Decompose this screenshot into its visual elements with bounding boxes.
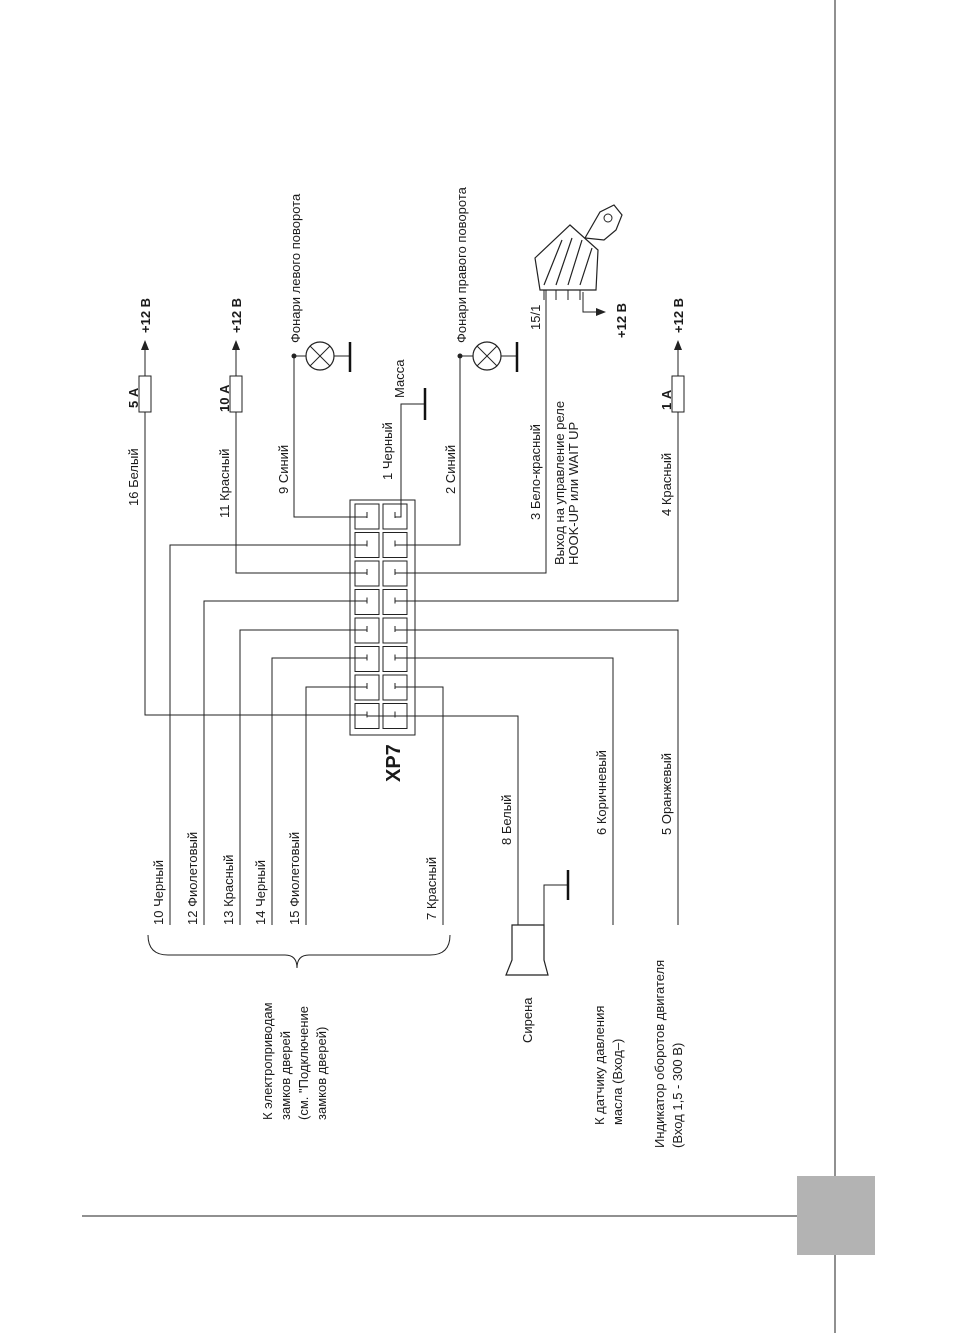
connector-name: XP7 (383, 744, 405, 782)
wire-3 (395, 290, 547, 574)
wire-5 (395, 629, 679, 925)
junction-dot (291, 353, 297, 359)
siren-icon (505, 870, 570, 976)
junction-dot (457, 353, 463, 359)
wire-12 (203, 600, 367, 925)
pin-label-12: 12 Фиолетовый (185, 832, 200, 925)
wires (144, 290, 679, 925)
doors-label-4: замков дверей) (314, 1027, 329, 1120)
pin-label-16: 16 Белый (126, 448, 141, 506)
arrow-icon (674, 340, 682, 350)
page-tab (797, 1176, 875, 1255)
pin-label-1: 1 Черный (380, 422, 395, 480)
power-label: +12 В (614, 303, 629, 338)
pin-label-4: 4 Красный (659, 453, 674, 516)
door-group-brace (147, 934, 451, 969)
wire-4 (395, 350, 679, 602)
wire-9 (293, 356, 367, 518)
pin-label-13: 13 Красный (221, 855, 236, 925)
fuse-label-5a: 5 А (126, 387, 141, 408)
fuse-label-10a: 10 А (217, 384, 232, 412)
fuse-1a (671, 375, 685, 413)
rpm-label-2: (Вход 1,5 - 300 В) (670, 1043, 685, 1148)
oil-label-1: К датчику давления (592, 1006, 607, 1125)
pin-label-14: 14 Черный (253, 860, 268, 925)
labels: 16 Белый 5 А +12 В 11 Красный 10 А +12 В… (126, 186, 686, 1148)
relay-label-1: Выход на управление реле (552, 401, 567, 565)
pin-label-6: 6 Коричневый (594, 750, 609, 835)
wire-11 (235, 350, 367, 574)
left-lamps-label: Фонари левого поворота (288, 193, 303, 343)
doors-label-3: (см. "Подключение (296, 1006, 311, 1120)
wire-1 (395, 403, 425, 518)
doors-label-1: К электроприводам (260, 1002, 275, 1120)
pin-label-9: 9 Синий (276, 445, 291, 494)
wire-16 (144, 350, 367, 716)
arrow-icon (596, 308, 606, 316)
pin-label-15: 15 Фиолетовый (287, 832, 302, 925)
wire-7 (395, 686, 444, 925)
wire-8 (367, 715, 519, 925)
fuse-label-1a: 1 А (659, 389, 674, 410)
arrow-icon (232, 340, 240, 350)
siren-label: Сирена (520, 997, 535, 1043)
wire-14 (271, 657, 367, 925)
fuse-10a (229, 375, 243, 413)
right-lamps-label: Фонари правого поворота (454, 186, 469, 343)
oil-label-2: масла (Вход–) (610, 1039, 625, 1125)
rpm-label-1: Индикатор оборотов двигателя (652, 960, 667, 1148)
right-lamp-icon (460, 341, 519, 372)
wire-2 (395, 356, 461, 546)
left-lamp-icon (294, 341, 352, 372)
ignition-switch-icon (534, 204, 623, 313)
wire-10 (169, 544, 367, 925)
wire-13 (239, 629, 367, 925)
wire-6 (395, 657, 614, 925)
power-label: +12 В (671, 298, 686, 333)
ignition-pin-label: 15/1 (528, 305, 543, 330)
doors-label-2: замков дверей (278, 1031, 293, 1120)
relay-label-2: HOOK-UP или WAIT UP (566, 422, 581, 565)
wire-15 (305, 686, 367, 925)
power-label: +12 В (138, 298, 153, 333)
pin-label-5: 5 Оранжевый (659, 753, 674, 835)
pin-label-2: 2 Синий (443, 445, 458, 494)
pin-label-8: 8 Белый (499, 795, 514, 845)
fuse-5a (138, 375, 152, 413)
massa-label: Масса (392, 359, 407, 398)
arrow-icon (141, 340, 149, 350)
pin-label-3: 3 Бело-красный (528, 424, 543, 520)
pin-label-11: 11 Красный (217, 449, 232, 518)
power-label: +12 В (229, 298, 244, 333)
pin-label-10: 10 Черный (151, 860, 166, 925)
pin-label-7: 7 Красный (424, 857, 439, 920)
xp7-connector (349, 499, 416, 736)
